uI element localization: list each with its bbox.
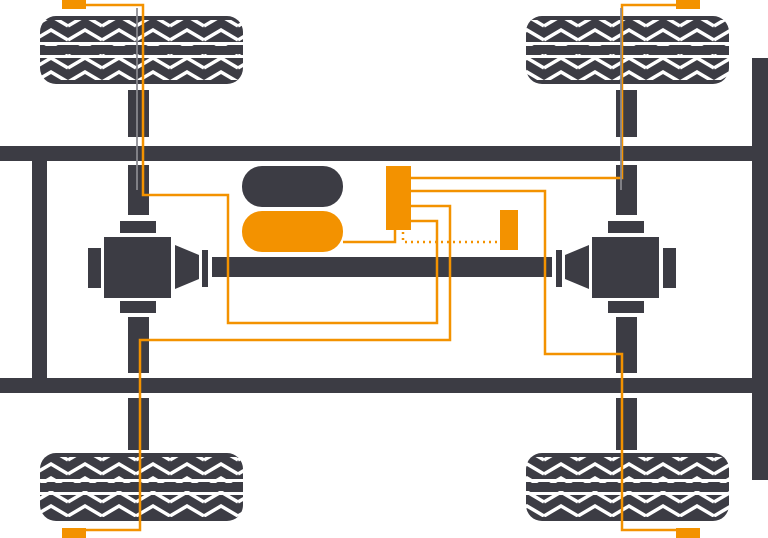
tread-lower (40, 54, 243, 80)
rear-upper-stub (616, 90, 637, 137)
front-pinion-cone (175, 245, 199, 289)
tire-icon-front-left (40, 16, 243, 84)
rear-flange-bottom (608, 301, 644, 313)
front-pinion-flange (202, 250, 208, 287)
drive-shaft (212, 257, 552, 277)
differential-icon-rear (592, 237, 659, 298)
tread-groove (40, 492, 243, 495)
tread-upper (526, 20, 729, 46)
tire-icon-rear-right (526, 453, 729, 521)
tread-groove (526, 492, 729, 495)
valve-cap-rear-right (676, 528, 700, 538)
valve-cap-front-right (676, 0, 700, 9)
tread-groove (40, 55, 243, 58)
valve-cap-front-left (62, 0, 86, 9)
sensor-signal-line (401, 232, 500, 244)
tread-lower (526, 491, 729, 517)
tread-lower (526, 54, 729, 80)
tread-groove (526, 42, 729, 45)
tire-icon-rear-left (40, 453, 243, 521)
front-flange-top (120, 221, 156, 233)
rear-pinion-cone (565, 245, 589, 289)
front-lower-stub (128, 398, 149, 450)
front-stub-top (128, 165, 149, 215)
front-upper-stub (128, 90, 149, 137)
valve-cap-rear-left (62, 528, 86, 538)
tread-upper (526, 457, 729, 483)
tires (40, 16, 729, 521)
chassis-frame (0, 58, 768, 480)
tread-groove (526, 55, 729, 58)
frame-right-rail (752, 58, 768, 480)
line-rear-right (411, 189, 676, 532)
axles (88, 90, 676, 450)
front-flange-bottom (120, 301, 156, 313)
rear-pinion-flange (556, 250, 562, 287)
front-stub-bottom (128, 317, 149, 373)
air-lines (86, 3, 676, 532)
tread-lower (40, 491, 243, 517)
tread-groove (40, 479, 243, 482)
rear-stub-bottom (616, 317, 637, 373)
frame-left-crossmember (32, 161, 47, 378)
line-front-right (411, 3, 676, 180)
tread-groove (40, 42, 243, 45)
tire-icon-front-right (526, 16, 729, 84)
air-components (62, 0, 700, 538)
rear-flange-top (608, 221, 644, 233)
sensor-icon (500, 210, 518, 250)
front-outer-flange (88, 248, 101, 288)
control-valve-icon (386, 166, 411, 230)
rear-outer-flange (663, 248, 676, 288)
tread-upper (40, 457, 243, 483)
frame-bottom-rail (0, 378, 752, 393)
rear-stub-top (616, 165, 637, 215)
rear-lower-stub (616, 398, 637, 450)
air-tank-icon-upper (242, 166, 343, 207)
tread-upper (40, 20, 243, 46)
differential-icon-front (104, 237, 171, 298)
line-front-left (86, 3, 439, 325)
line-rear-left (86, 204, 452, 532)
frame-top-rail (0, 146, 752, 161)
air-tank-icon-lower (242, 211, 343, 252)
line-tank-to-valve (343, 230, 397, 244)
tread-groove (526, 479, 729, 482)
